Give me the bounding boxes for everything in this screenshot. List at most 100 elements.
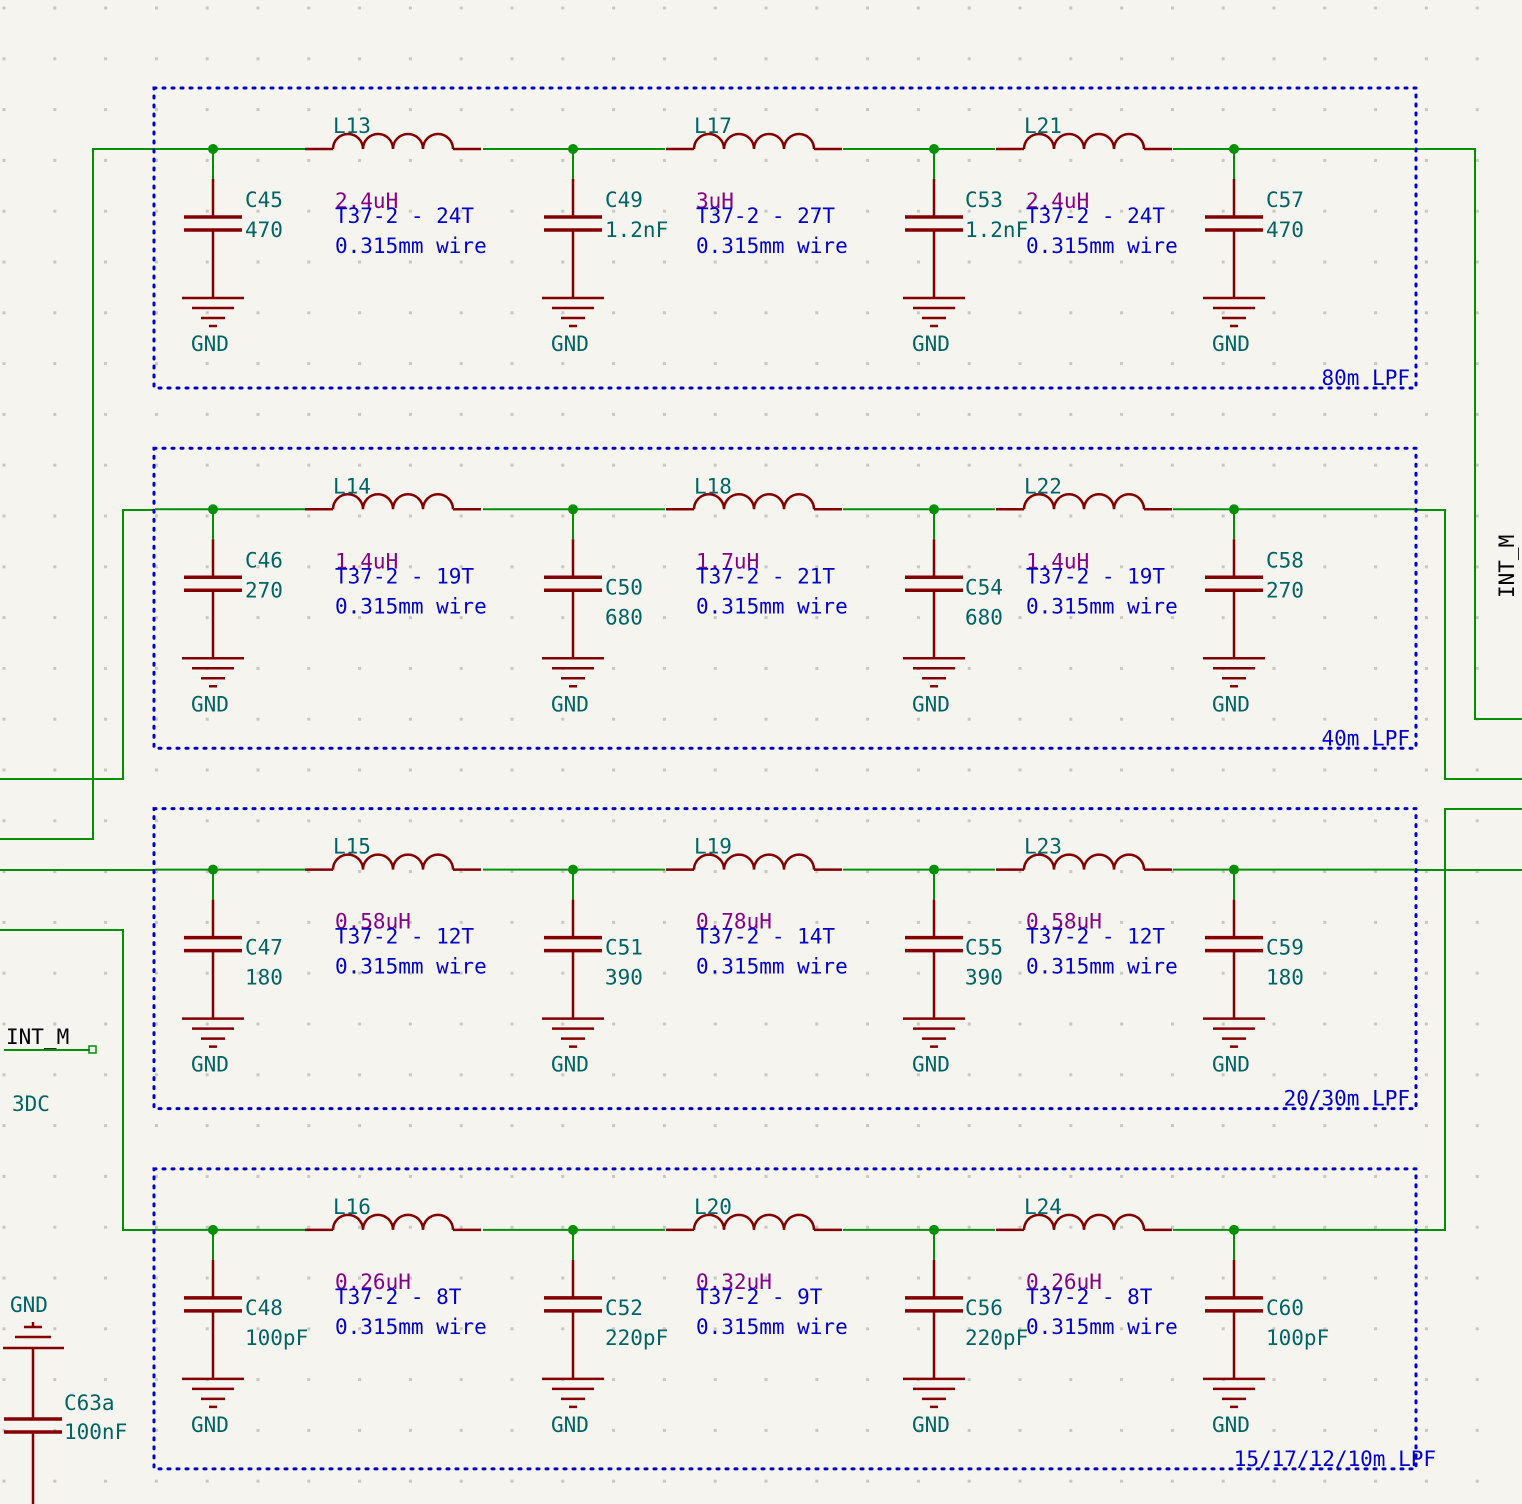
ground-symbol-icon	[182, 1017, 244, 1048]
capacitor-ref: C58	[1266, 548, 1304, 572]
capacitor-ref: C57	[1266, 188, 1304, 212]
gnd-label: GND	[1212, 1413, 1250, 1437]
inductor-core: T37-2 - 27T	[696, 204, 835, 228]
capacitor-ref: C49	[605, 188, 643, 212]
inductor-value: 0.58uH	[335, 910, 411, 934]
capacitor-ref: C48	[245, 1296, 283, 1320]
inductor-ref: L16	[333, 1195, 371, 1219]
capacitor-value: 680	[965, 605, 1003, 629]
capacitor: C48 100pF GND	[182, 1224, 308, 1437]
inductor-wire: 0.315mm wire	[335, 594, 487, 618]
gnd-label: GND	[191, 1053, 229, 1077]
ground-symbol-icon	[903, 1377, 965, 1409]
ground-symbol-icon	[182, 296, 244, 328]
inductor-ref: L24	[1024, 1195, 1062, 1219]
capacitor-value: 220pF	[965, 1326, 1028, 1350]
capacitor-ref: C51	[605, 936, 643, 960]
inductor-ref: L15	[333, 835, 371, 859]
inductor-coil	[666, 493, 842, 511]
gnd-label: GND	[912, 332, 950, 356]
ground-symbol-icon	[542, 1377, 604, 1409]
inductor-coil	[666, 1213, 842, 1232]
inductor-value: 3uH	[696, 189, 734, 213]
inductor-coil	[996, 132, 1172, 151]
capacitor-ref: C56	[965, 1296, 1003, 1320]
inductor-wire: 0.315mm wire	[1026, 955, 1178, 979]
gnd-label: GND	[912, 1053, 950, 1077]
routing-wire	[1415, 509, 1522, 780]
capacitor-ref: C45	[245, 188, 283, 212]
inductor-ref: L21	[1024, 114, 1062, 138]
capacitor-value: 390	[605, 966, 643, 990]
gnd-label: GND	[191, 692, 229, 716]
wires	[0, 148, 1522, 1231]
inductor-ref: L13	[333, 114, 371, 138]
inductor-ref: L22	[1024, 474, 1062, 498]
inductor-wire: 0.315mm wire	[696, 955, 848, 979]
inductor-coil	[996, 493, 1172, 511]
inductor-core: T37-2 - 21T	[696, 564, 835, 588]
inductor-core: T37-2 - 9T	[696, 1285, 823, 1309]
gnd-label: GND	[191, 1413, 229, 1437]
c63a-ref: C63a	[64, 1391, 115, 1415]
inductor-ref: L20	[694, 1195, 732, 1219]
inductor-ref: L23	[1024, 835, 1062, 859]
gnd-label: GND	[551, 1413, 589, 1437]
capacitor-ref: C47	[245, 936, 283, 960]
filter-border	[152, 446, 1418, 750]
inductor-wire: 0.315mm wire	[1026, 594, 1178, 618]
ground-symbol-icon	[542, 657, 604, 688]
inductor-coil	[996, 1213, 1172, 1232]
capacitor: C56 220pF GND	[903, 1224, 1028, 1437]
inductor-value: 0.58uH	[1026, 910, 1102, 934]
gnd-label: GND	[551, 692, 589, 716]
capacitor-ref: C52	[605, 1296, 643, 1320]
capacitor-value: 100pF	[245, 1326, 308, 1350]
inductor-value: 1.7uH	[696, 549, 759, 573]
gnd-label: GND	[551, 332, 589, 356]
3dc-label: 3DC	[12, 1092, 50, 1116]
capacitor-ref: C54	[965, 575, 1003, 599]
inductor-coil	[305, 493, 481, 511]
gnd-label: GND	[912, 1413, 950, 1437]
capacitor-ref: C60	[1266, 1296, 1304, 1320]
capacitor-value: 680	[605, 605, 643, 629]
inductor-value: 0.26uH	[1026, 1270, 1102, 1294]
gnd-label: GND	[1212, 692, 1250, 716]
inductor-wire: 0.315mm wire	[1026, 234, 1178, 258]
inductor-value: 2.4uH	[1026, 189, 1089, 213]
routing-wire	[0, 509, 155, 780]
capacitor-ref: C53	[965, 188, 1003, 212]
filter-border	[152, 86, 1418, 390]
ground-symbol-icon	[182, 657, 244, 688]
inductor-value: 2.4uH	[335, 189, 398, 213]
ground-symbol-icon	[1203, 1017, 1265, 1048]
gnd-label: GND	[1212, 1053, 1250, 1077]
inductor-ref: L14	[333, 474, 371, 498]
